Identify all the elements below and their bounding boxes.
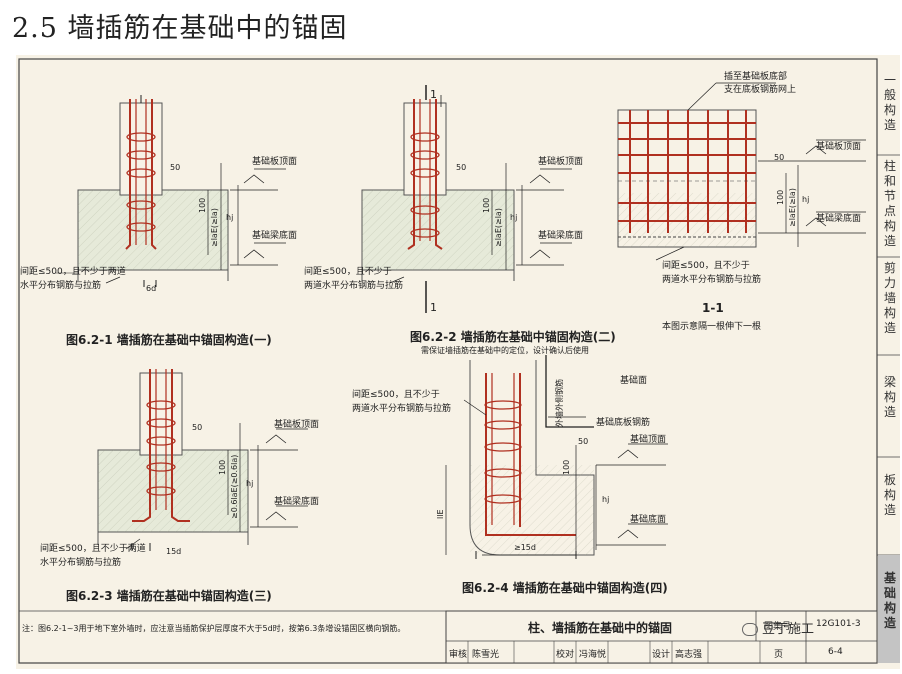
fig2-note-line1: 间距≤500，且不少于 bbox=[304, 267, 392, 277]
figure-3-drawing bbox=[97, 369, 308, 551]
fig4-dim-100: 100 bbox=[562, 459, 571, 475]
section11-dim-100: 100 bbox=[776, 189, 785, 205]
figure-2-drawing bbox=[361, 85, 572, 313]
title-block-cell-1: 审核 bbox=[449, 650, 468, 660]
fig2-dim-lae: ≥laE(≥la) bbox=[494, 208, 503, 247]
fig4-top-label2: 基础顶面 bbox=[630, 435, 667, 445]
fig3-bottom-label: 基础梁底面 bbox=[274, 497, 320, 507]
fig1-note-line2: 水平分布钢筋与拉筋 bbox=[20, 281, 102, 291]
fig1-wall bbox=[119, 102, 163, 196]
fig1-top-label: 基础板顶面 bbox=[252, 157, 298, 167]
fig4-dim-hj: hj bbox=[602, 495, 610, 504]
title-block-cell-8: 6-4 bbox=[828, 647, 843, 657]
title-block-cell-2: 陈雪光 bbox=[472, 650, 500, 660]
fig4-caption: 图6.2-4 墙插筋在基础中锚固构造(四) bbox=[462, 581, 668, 595]
section11-title: 1-1 bbox=[702, 301, 724, 315]
section11-caption: 本图示意隔一根伸下一根 bbox=[662, 322, 762, 332]
fig2-dim-100: 100 bbox=[482, 197, 491, 213]
bottom-note: 注：图6.2-1~3用于地下室外墙时，应注意当插筋保护层厚度不大于5d时，按第6… bbox=[22, 624, 406, 633]
watermark: 豆丁施工 bbox=[742, 618, 814, 637]
fig2-subcaption: 需保证墙插筋在基础中的定位，设计确认后使用 bbox=[421, 346, 589, 355]
fig1-dim-100: 100 bbox=[198, 197, 207, 213]
fig1-bottom-label: 基础梁底面 bbox=[252, 231, 298, 241]
fig2-dim-hj: hj bbox=[510, 213, 518, 222]
section11-note-line1: 间距≤500，且不少于 bbox=[662, 261, 750, 271]
fig4-rebar-label: 基础底板钢筋 bbox=[596, 418, 651, 428]
slide-title: 2.5 墙插筋在基础中的锚固 bbox=[12, 13, 348, 44]
fig1-caption: 图6.2-1 墙插筋在基础中锚固构造(一) bbox=[66, 333, 272, 347]
fig2-section-mark-top: 1 bbox=[430, 88, 437, 101]
section-1-1-drawing bbox=[617, 82, 866, 261]
title-block-cell-4: 冯海悦 bbox=[579, 650, 607, 660]
section11-dim-50: 50 bbox=[774, 153, 785, 162]
fig4-dim-50: 50 bbox=[578, 437, 589, 446]
section11-top-note-line2: 支在底板钢筋网上 bbox=[724, 85, 797, 95]
fig3-caption: 图6.2-3 墙插筋在基础中锚固构造(三) bbox=[66, 589, 272, 603]
fig2-dim-50: 50 bbox=[456, 163, 467, 172]
side-tab-4[interactable]: 梁 构 造 bbox=[883, 375, 896, 419]
fig3-dim-lae: ≥0.6laE(≥0.6la) bbox=[230, 454, 239, 519]
section11-dim-hj: hj bbox=[802, 195, 810, 204]
fig2-bottom-label: 基础梁底面 bbox=[538, 231, 584, 241]
active-tab-bg bbox=[878, 555, 900, 663]
title-block-cell-3: 校对 bbox=[556, 650, 575, 660]
title-block-atlas-label: 图集号 bbox=[764, 622, 792, 632]
title-block bbox=[445, 610, 878, 664]
fig3-top-label: 基础板顶面 bbox=[274, 420, 320, 430]
fig3-dim-hj: hj bbox=[246, 479, 254, 488]
fig2-section-mark-bottom: 1 bbox=[430, 301, 437, 314]
figure-4-drawing bbox=[445, 355, 668, 559]
fig3-note-line1: 间距≤500，且不少于两道 bbox=[40, 544, 146, 554]
fig3-dim-100: 100 bbox=[218, 459, 227, 475]
figure-1-drawing bbox=[56, 95, 286, 287]
fig4-dim-15d: ≥15d bbox=[514, 543, 536, 552]
fig4-dim-lle: llE bbox=[436, 509, 445, 520]
fig3-note-line2: 水平分布钢筋与拉筋 bbox=[40, 558, 122, 568]
watermark-text: 豆丁施工 bbox=[762, 622, 815, 637]
fig1-dim-50: 50 bbox=[170, 163, 181, 172]
section11-note-line2: 两道水平分布钢筋与拉筋 bbox=[662, 275, 762, 285]
technical-drawing bbox=[18, 58, 900, 664]
section11-top-label: 基础板顶面 bbox=[816, 142, 862, 152]
fig2-top-label: 基础板顶面 bbox=[538, 157, 584, 167]
fig4-bottom-label: 基础底面 bbox=[630, 515, 667, 525]
fig4-note-line1: 间距≤500，且不少于 bbox=[352, 390, 440, 400]
title-block-cell-5: 设计 bbox=[652, 650, 671, 660]
fig4-outer-rebar: 外墙外侧钢筋 bbox=[555, 379, 564, 427]
section11-dim-lae: ≥laE(≥la) bbox=[788, 188, 797, 227]
title-block-cell-7: 页 bbox=[774, 650, 784, 660]
drawing-sheet: 基础板顶面 基础梁底面 间距≤500，且不少于两道 水平分布钢筋与拉筋 50 1… bbox=[16, 55, 900, 669]
title-block-title: 柱、墙插筋在基础中的锚固 bbox=[528, 621, 673, 635]
fig3-dim-15d: 15d bbox=[166, 547, 182, 556]
fig4-note-line2: 两道水平分布钢筋与拉筋 bbox=[352, 404, 452, 414]
wechat-icon bbox=[742, 623, 758, 636]
fig1-dim-6d: 6d bbox=[146, 284, 157, 293]
fig1-note-line1: 间距≤500，且不少于两道 bbox=[20, 267, 126, 277]
fig1-dim-lae: ≥laE(≥la) bbox=[210, 208, 219, 247]
fig2-caption: 图6.2-2 墙插筋在基础中锚固构造(二) bbox=[410, 330, 616, 344]
side-tab-5[interactable]: 板 构 造 bbox=[883, 473, 896, 517]
title-block-atlas-no: 12G101-3 bbox=[816, 619, 861, 629]
side-tab-6[interactable]: 基 础 构 造 bbox=[883, 571, 896, 630]
side-tab-2[interactable]: 柱 和 节 点 构 造 bbox=[883, 159, 896, 248]
fig1-dim-hj: hj bbox=[226, 213, 234, 222]
fig3-dim-50: 50 bbox=[192, 423, 203, 432]
side-tab-1[interactable]: 一 般 构 造 bbox=[883, 73, 896, 132]
fig4-top-label: 基础面 bbox=[620, 376, 648, 386]
section11-top-note-line1: 插至基础板底部 bbox=[724, 72, 788, 82]
fig2-note-line2: 两道水平分布钢筋与拉筋 bbox=[304, 281, 404, 291]
section11-bottom-label: 基础梁底面 bbox=[816, 214, 862, 224]
side-tab-3[interactable]: 剪 力 墙 构 造 bbox=[883, 261, 896, 335]
title-block-cell-6: 高志强 bbox=[675, 650, 703, 660]
